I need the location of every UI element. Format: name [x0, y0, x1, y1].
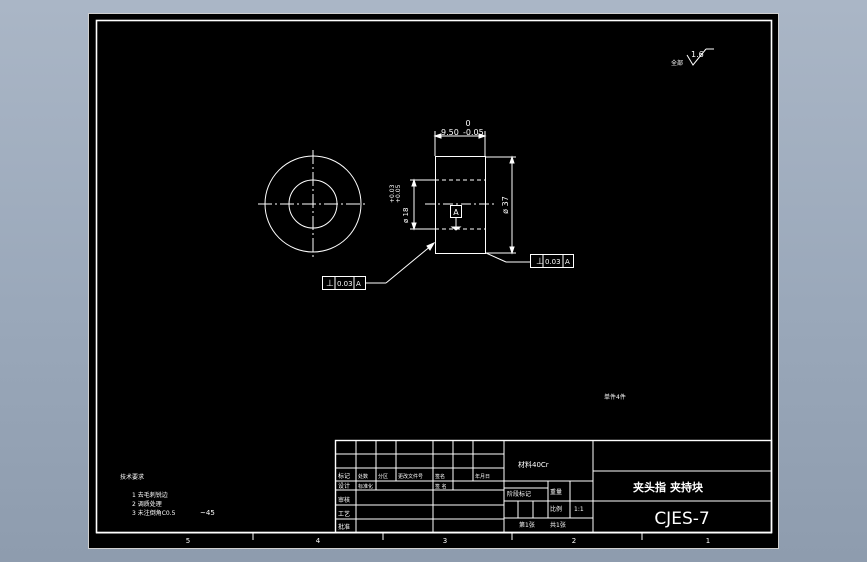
tol-value-left: 0.03	[337, 280, 353, 288]
cad-drawing-sheet: 全部 1.6 0 9.50 -0.05 ø 37 ø 18 +0.05 +0.0…	[88, 13, 779, 549]
zone-number-2: 2	[572, 537, 576, 545]
part-name-a: 夹头指	[633, 480, 666, 494]
drawing-canvas: 全部 1.6 0 9.50 -0.05 ø 37 ø 18 +0.05 +0.0…	[88, 13, 779, 549]
note-item-1: 1 去毛刺锐边	[132, 491, 168, 499]
roughness-symbol	[686, 48, 714, 66]
zone-number-3: 3	[443, 537, 447, 545]
zone-number-1: 1	[706, 537, 710, 545]
inner-tol-lower: +0.03	[389, 184, 396, 203]
datum-letter: A	[453, 208, 459, 217]
tol-value-right: 0.03	[545, 258, 561, 266]
width-dimension	[433, 131, 487, 156]
row-label-review: 审核	[338, 496, 350, 504]
perpendicularity-frame-left	[322, 241, 436, 290]
header-cell-4: 签名	[435, 473, 445, 480]
stage-label: 阶段标记	[507, 490, 531, 498]
datum-triangle	[450, 226, 462, 231]
datum-box	[450, 205, 462, 218]
scale-value: 1:1	[574, 506, 584, 513]
weight-label: 重量	[550, 488, 562, 496]
zone-number-4: 4	[316, 537, 321, 545]
header-cell-2: 分区	[378, 473, 388, 480]
inner-tol-upper: +0.05	[395, 184, 402, 203]
scale-label: 比例	[550, 505, 562, 513]
inner-diameter-label: ø 18	[402, 208, 410, 223]
side-view	[425, 156, 496, 254]
outer-frame	[88, 13, 779, 549]
tol-datum-right: A	[565, 258, 570, 266]
sheet-no: 第1张	[519, 521, 535, 529]
part-name-b: 夹持块	[670, 480, 704, 494]
row-label-design: 设计	[338, 482, 350, 490]
outer-diameter-label: ø 37	[501, 196, 510, 214]
header-cell-5: 年月日	[475, 473, 490, 480]
inner-diameter-dimension	[410, 178, 435, 231]
roughness-value: 1.6	[691, 50, 704, 59]
outer-diameter-dimension	[486, 155, 516, 255]
tol-datum-left: A	[356, 280, 361, 288]
tol-symbol-left: ⊥	[326, 279, 334, 289]
row-label-process: 工艺	[338, 510, 350, 518]
note-item-2: 2 调质处理	[132, 500, 162, 508]
zone-number-5: 5	[186, 537, 190, 545]
sheet-total: 共1张	[550, 521, 566, 529]
tol-symbol-right: ⊥	[536, 257, 544, 267]
sign-label: 签 名	[435, 483, 447, 490]
note-item-3: 3 未注倒角C0.5	[132, 509, 176, 517]
width-tol-lower: -0.05	[463, 128, 484, 137]
title-block	[334, 439, 773, 534]
material-label: 材料40Cr	[518, 460, 549, 469]
inner-border	[95, 19, 773, 534]
perpendicularity-frame-right	[485, 252, 574, 268]
header-cell-1: 处数	[358, 473, 368, 480]
row-label-approve: 批准	[338, 523, 350, 531]
width-value: 9.50	[441, 128, 459, 137]
side-body	[435, 156, 486, 254]
width-tol-upper: 0	[465, 119, 470, 128]
notes-title: 技术要求	[120, 473, 144, 481]
zone-label: 标准化	[358, 483, 373, 490]
note-item-3-suffix: ~45	[200, 509, 215, 517]
roughness-label: 全部	[671, 59, 683, 67]
quantity-note: 单件4件	[604, 393, 626, 401]
header-cell-3: 更改文件号	[398, 473, 423, 480]
row-label-mark: 标记	[338, 472, 350, 480]
drawing-number: CJES-7	[654, 509, 709, 529]
end-view	[258, 150, 368, 258]
